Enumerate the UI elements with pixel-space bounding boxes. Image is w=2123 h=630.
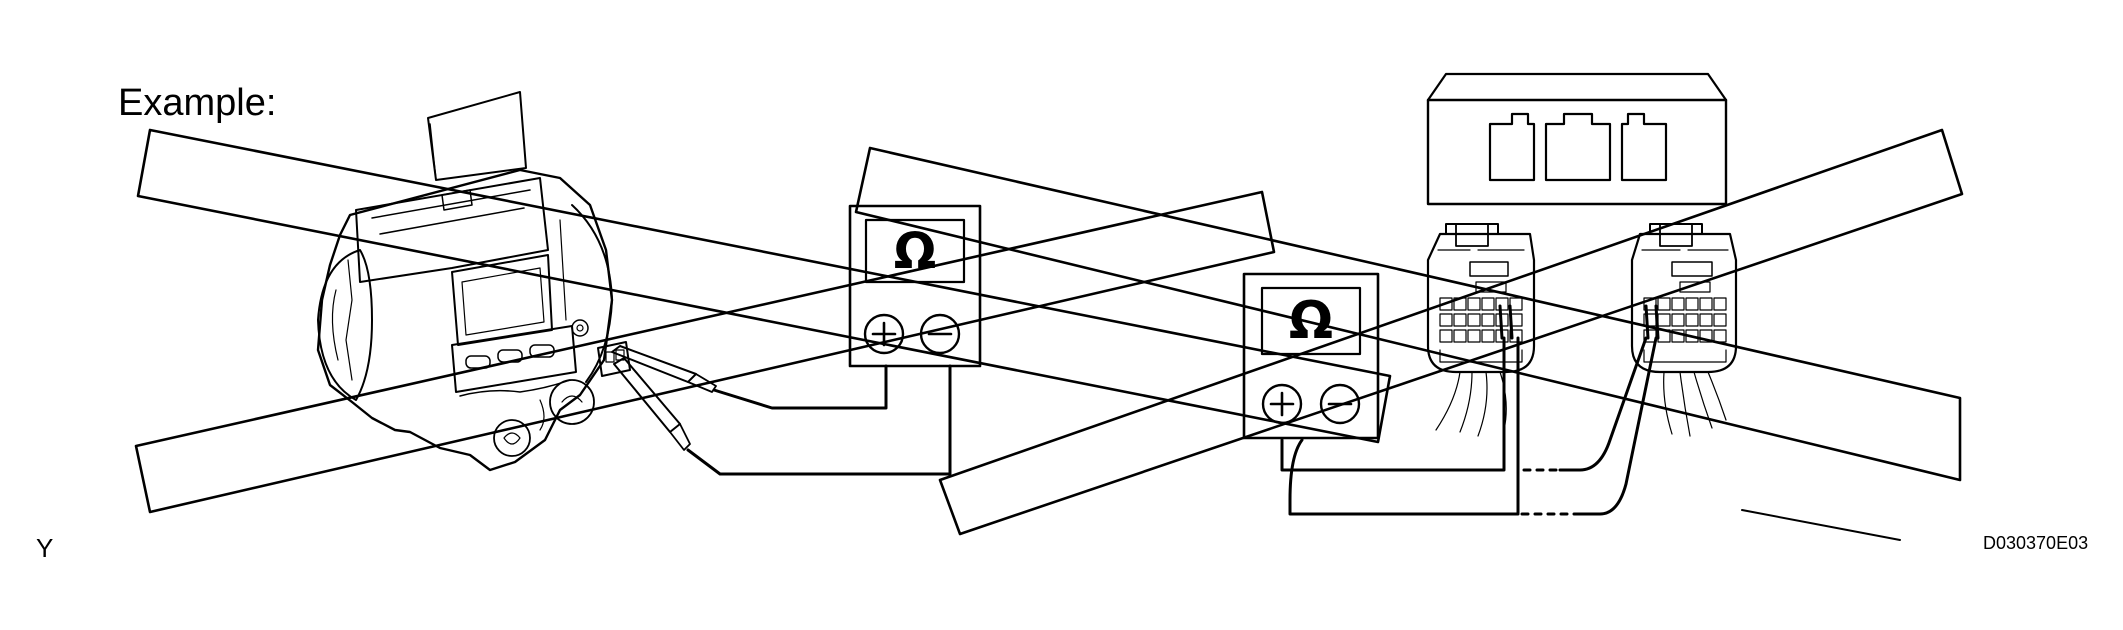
test-probes	[611, 345, 717, 451]
connector-plug-2	[1630, 223, 1738, 437]
meter-leads-left	[686, 364, 952, 476]
steering-component-illustration	[316, 91, 631, 472]
prohibited-cross-right	[854, 128, 1964, 541]
ohmmeter-left	[848, 204, 982, 368]
connector-shape-box	[1426, 72, 1728, 206]
figure-id: D030370E03	[1983, 533, 2089, 553]
meter-leads-right	[1280, 336, 1658, 516]
example-label: Example:	[118, 82, 277, 124]
connector-plug-1	[1426, 223, 1536, 437]
ohm-symbol-right: Ω	[1289, 291, 1333, 351]
corner-code: Y	[36, 533, 54, 563]
ohm-symbol-left: Ω	[894, 222, 937, 280]
prohibited-cross-left	[134, 128, 1392, 514]
